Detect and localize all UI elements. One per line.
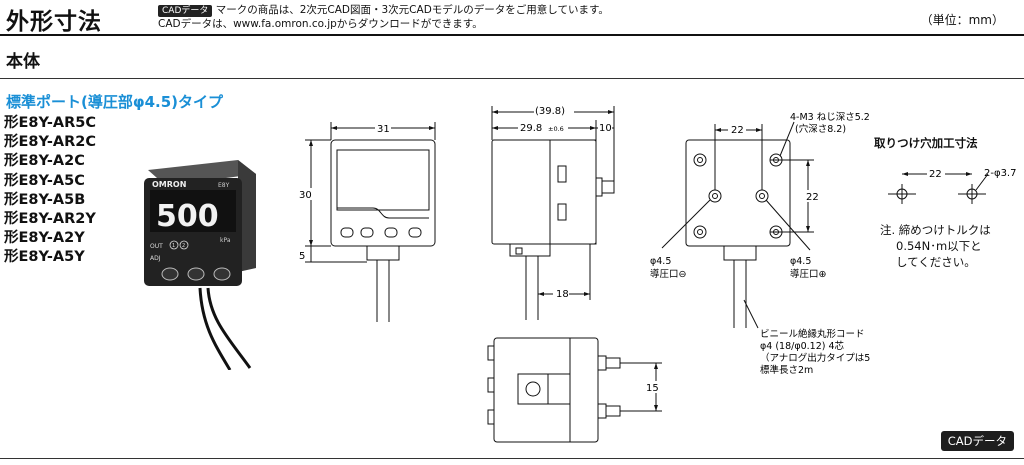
front-view-drawing: 31 30 5 [299, 122, 436, 322]
device-photo: OMRON E8Y 500 kPa OUT 1 2 ADJ [144, 160, 256, 370]
dim-front-bottom: 5 [299, 251, 305, 262]
device-key-1-icon [169, 240, 179, 250]
back-view-drawing: 22 22 4-M3 ねじ深さ5.2 (穴深さ8.2) φ4.5 導圧口⊖ φ4… [650, 112, 870, 376]
model-item: 形E8Y-A5C [4, 172, 85, 189]
dim-front-height: 30 [299, 190, 312, 201]
cad-note-line1: マークの商品は、2次元CAD図面・3次元CADモデルのデータをご用意しています。 [215, 4, 609, 16]
mounting-pitch: 22 [929, 169, 942, 180]
cable-spec-line3: （アナログ出力タイプは5芯） [760, 352, 870, 364]
dim-side-body: 29.8 [520, 123, 542, 134]
port-left-diameter: φ4.5 [650, 256, 671, 267]
port-left-label: 導圧口⊖ [650, 268, 686, 280]
header-rule [0, 34, 1024, 36]
dim-back-width: 22 [731, 125, 744, 136]
type-title: 標準ポート(導圧部φ4.5)タイプ [6, 93, 224, 111]
mounting-title: 取りつけ穴加工寸法 [874, 136, 978, 150]
bottom-rule [0, 458, 1024, 459]
dim-side-cable: 18 [556, 289, 569, 300]
cad-data-button[interactable]: CADデータ [940, 431, 1014, 451]
section-title: 本体 [6, 52, 40, 72]
bottom-view-drawing: 15 [487, 337, 662, 443]
model-item: 形E8Y-A2Y [4, 230, 85, 247]
side-view-drawing: (39.8) 29.8 ±0.6 10 18 [491, 104, 615, 320]
port-right-diameter: φ4.5 [790, 256, 811, 267]
model-item: 形E8Y-AR2Y [4, 211, 96, 228]
device-key-2-icon [179, 240, 189, 250]
dim-side-tolerance: ±0.6 [548, 125, 564, 133]
device-label-out: OUT [150, 243, 163, 250]
mounting-hole-drawing: 22 2-φ3.7 [888, 167, 1016, 204]
torque-note-line2: 0.54N･m以下と [896, 239, 982, 253]
dim-side-port: 10 [599, 123, 612, 134]
port-right-label: 導圧口⊕ [790, 268, 826, 280]
mounting-holes: 2-φ3.7 [984, 168, 1016, 179]
model-list: 形E8Y-AR5C 形E8Y-AR2C 形E8Y-A2C 形E8Y-A5C 形E… [4, 114, 96, 268]
cad-badge: CADデータ [158, 5, 213, 17]
model-item: 形E8Y-A2C [4, 153, 85, 170]
dim-front-width: 31 [377, 124, 390, 135]
cable-spec-line2: φ4 (18/φ0.12) 4芯 [760, 340, 845, 352]
device-brand: OMRON [152, 180, 186, 189]
unit-label: （単位：mm） [920, 13, 1004, 27]
device-unit-mark: kPa [220, 237, 231, 244]
cad-note: CADデータ マークの商品は、2次元CAD図面・3次元CADモデルのデータをご用… [158, 3, 609, 31]
torque-note: 注. 締めつけトルクは 0.54N･m以下と してください。 [880, 222, 991, 270]
cable-spec-line4: 標準長さ2m [760, 364, 813, 376]
dim-back-height: 22 [806, 192, 819, 203]
device-key-1: 1 [172, 243, 175, 249]
device-up-button [213, 267, 231, 281]
model-item: 形E8Y-AR2C [4, 134, 96, 151]
back-depth-label: (穴深さ8.2) [795, 123, 846, 135]
back-thread-label: 4-M3 ねじ深さ5.2 [790, 112, 870, 123]
device-model-mark: E8Y [218, 182, 230, 189]
dim-side-overall: (39.8) [535, 106, 565, 117]
device-key-2: 2 [182, 243, 185, 249]
model-item: 形E8Y-A5B [4, 191, 86, 208]
torque-note-line1: 注. 締めつけトルクは [880, 223, 991, 237]
cad-note-line2: CADデータは、www.fa.omron.co.jpからダウンロードができます。 [158, 18, 483, 30]
device-mode-button [161, 267, 179, 281]
section-rule [0, 78, 1024, 79]
device-down-button [187, 267, 205, 281]
device-display-readout: 500 [156, 199, 219, 234]
dim-bottom-port-pitch: 15 [646, 383, 659, 394]
cable-spec-line1: ビニール絶縁丸形コード [760, 328, 865, 340]
model-item: 形E8Y-AR5C [4, 115, 96, 131]
torque-note-line3: してください。 [896, 255, 976, 269]
device-label-adj: ADJ [150, 255, 161, 262]
model-item: 形E8Y-A5Y [4, 249, 85, 266]
page-title: 外形寸法 [6, 9, 102, 35]
